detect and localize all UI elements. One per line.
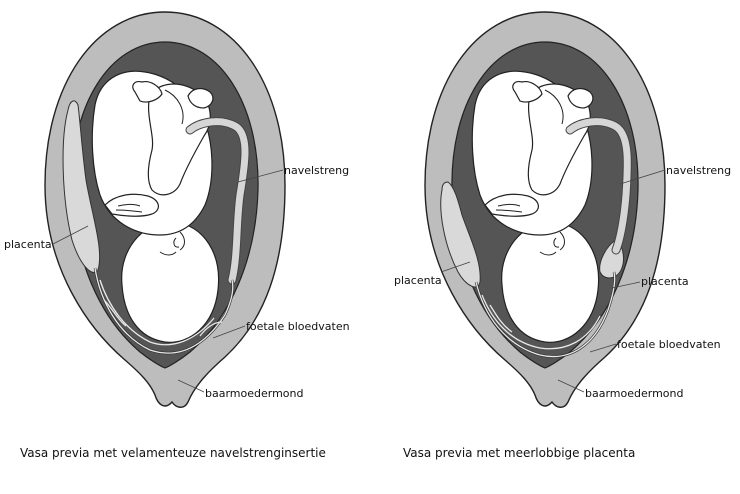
left-placenta-shape (62, 100, 101, 273)
right-placenta-main-shape (440, 181, 481, 288)
left-caption: Vasa previa met velamenteuze navelstreng… (20, 446, 326, 460)
right-label-fetal-vessels: foetale bloedvaten (617, 338, 721, 351)
left-label-umbilical-cord: navelstreng (284, 164, 349, 177)
right-label-placenta-main: placenta (394, 274, 442, 287)
right-uterus-illustration (424, 11, 666, 408)
left-umbilical-cord (185, 117, 250, 285)
right-caption: Vasa previa met meerlobbige placenta (403, 446, 636, 460)
left-fetal-vessels (93, 267, 235, 355)
right-label-umbilical-cord: navelstreng (666, 164, 731, 177)
right-label-placenta-lobe: placenta (641, 275, 689, 288)
right-umbilical-cord (565, 117, 632, 255)
right-fetal-vessels (474, 271, 617, 358)
right-label-cervix: baarmoedermond (585, 387, 683, 400)
left-label-cervix: baarmoedermond (205, 387, 303, 400)
left-label-fetal-vessels: foetale bloedvaten (246, 320, 350, 333)
left-label-placenta: placenta (4, 238, 52, 251)
left-uterus-illustration (44, 11, 286, 408)
